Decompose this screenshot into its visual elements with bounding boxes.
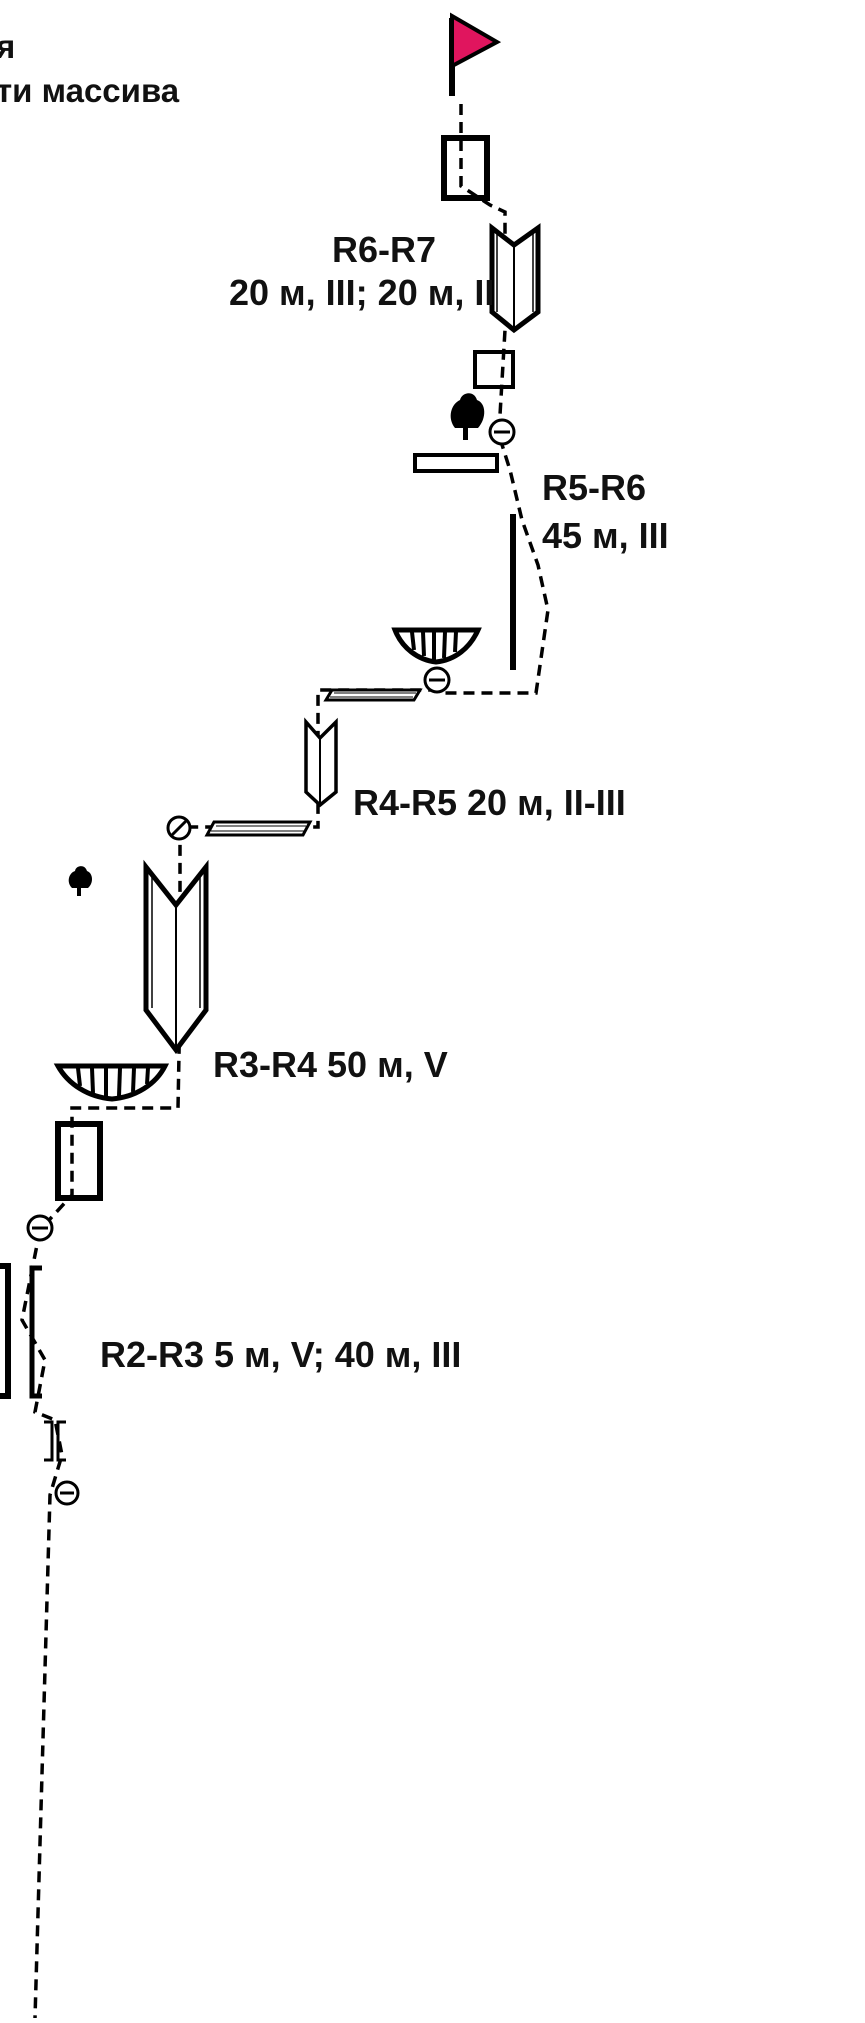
bolt-anchor-icon [423,666,451,694]
segment-label-r6-r7-name: R6-R7 [332,229,436,270]
slab-icon-lower [204,820,313,837]
rappel-anchor-icon [488,418,516,446]
slab-icon-upper [323,688,423,702]
ledge-icon [413,453,499,473]
header-line-1: я [0,28,15,65]
tree-icon-small [68,866,93,896]
tree-icon [450,393,485,440]
segment-label-r4-r5: R4-R5 20 м, II-III [353,782,626,823]
segment-label-r5-r6-detail: 45 м, III [542,515,669,556]
bolt-anchor-icon-lower [26,1214,54,1242]
overhang-icon-lower [53,1063,170,1102]
ledge-block-top [441,135,490,201]
piton-anchor-icon [166,815,192,841]
overhang-icon [391,627,482,665]
ledge-block-small [473,350,515,389]
header-line-2: ти массива [0,72,180,109]
segment-label-r5-r6-name: R5-R6 [542,467,646,508]
summit-flag-icon [449,12,502,96]
chimney-icon [489,222,541,334]
bolt-anchor-icon-bottom [54,1480,80,1506]
segment-label-r2-r3: R2-R3 5 м, V; 40 м, III [100,1334,461,1375]
chimney-icon-small [304,717,338,808]
segment-label-r6-r7-detail: 20 м, III; 20 м, II [229,272,494,313]
segment-label-r3-r4: R3-R4 50 м, V [213,1044,448,1085]
chimney-icon-large [143,859,209,1055]
wall-icon [55,1121,103,1201]
dihedral-icon [0,1263,42,1399]
crack-icon-lower [44,1420,66,1462]
